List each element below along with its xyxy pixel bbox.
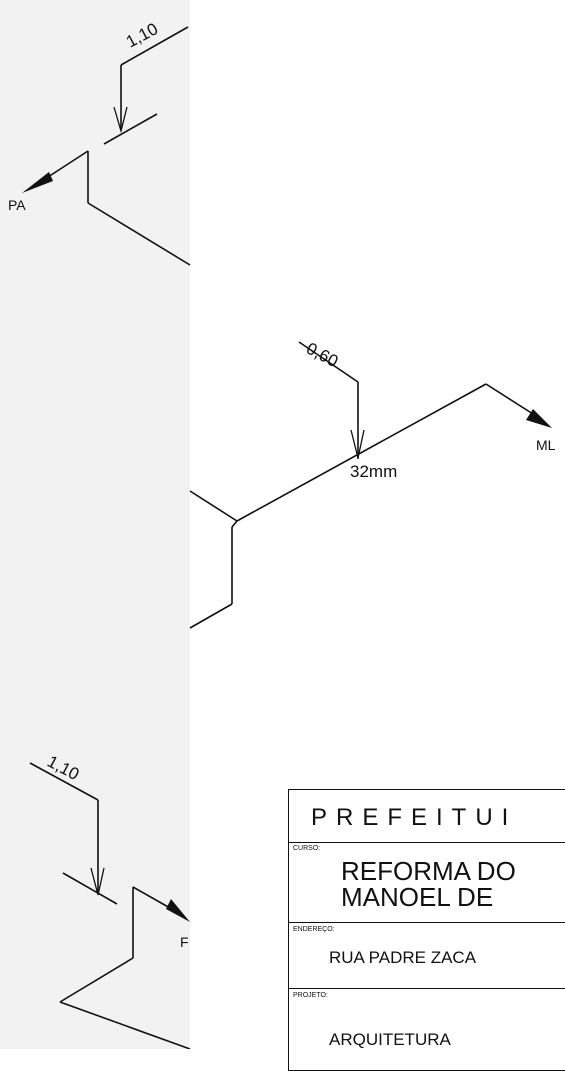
endereco-label: ENDEREÇO: [293,926,335,933]
dimension-label-top: 1,10 [123,19,161,51]
projeto-section [289,988,565,989]
arrow-ml [526,409,552,428]
outlet-label-pa: PA [8,197,26,213]
projeto-value: ARQUITETURA [329,1030,451,1049]
title-block-header: PREFEITUI [311,804,518,831]
dimension-label-bottom: 1,10 [44,752,82,784]
pipe-group-top [47,26,191,266]
pipe-group-middle [189,341,534,629]
isometric-plumbing-drawing: 1,10 0,60 32mm PA ML 1,10 F [8,19,556,1049]
pipe-group-bottom [29,762,191,1049]
pipe-size-label: 32mm [350,462,397,481]
curso-label: CURSO: [293,845,321,852]
outlet-label-ml: ML [536,437,556,453]
arrow-partial [166,899,190,922]
endereco-value: RUA PADRE ZACA [329,948,477,967]
arrow-pa [22,172,53,193]
endereco-section [289,922,565,923]
outlet-label-partial: F [180,934,189,950]
projeto-label: PROJETO: [293,992,328,999]
curso-line-2: MANOEL DE [341,882,494,912]
curso-section [289,842,565,843]
title-block: PREFEITUI CURSO: REFORMA DO MANOEL DE EN… [288,789,565,1071]
left-paper-strip [0,0,190,1049]
curso-line-1: REFORMA DO [341,856,516,886]
